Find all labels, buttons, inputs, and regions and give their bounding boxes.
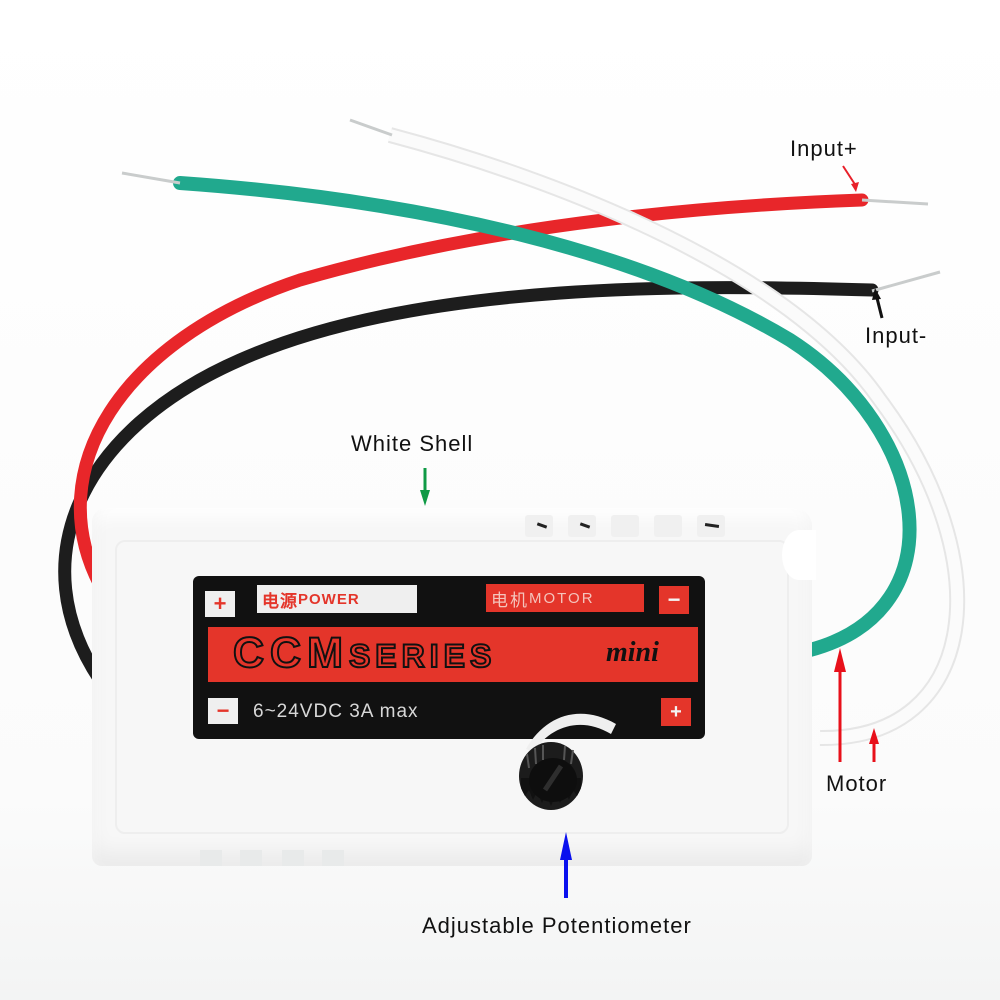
power-en-text: POWER bbox=[298, 590, 360, 608]
input-plus-label: Input+ bbox=[790, 136, 858, 161]
series-word: SERIES bbox=[348, 637, 497, 675]
motor-terminal-label: 电机 MOTOR bbox=[486, 584, 644, 612]
power-minus-icon: − bbox=[208, 698, 238, 724]
potentiometer-label: Adjustable Potentiometer bbox=[422, 913, 692, 938]
motor-label: Motor bbox=[826, 771, 888, 796]
white-shell-label: White Shell bbox=[351, 431, 474, 456]
red-wire bbox=[73, 193, 869, 592]
series-title: CCMSERIES bbox=[232, 628, 497, 678]
input-minus-label: Input- bbox=[865, 323, 928, 348]
shell-vent bbox=[525, 515, 553, 537]
green-wire bbox=[173, 176, 917, 657]
potentiometer-knob[interactable] bbox=[515, 738, 587, 820]
motor-en-text: MOTOR bbox=[529, 589, 595, 607]
series-mini: mini bbox=[606, 637, 659, 668]
power-plus-icon: + bbox=[205, 591, 235, 617]
device-label: + 电源 POWER 电机 MOTOR − CCMSERIES mini − 6… bbox=[193, 576, 705, 752]
series-ccm: CCM bbox=[232, 628, 349, 678]
speed-arc-icon bbox=[526, 713, 616, 752]
shell-notch bbox=[782, 530, 816, 580]
motor-cn-text: 电机 bbox=[491, 590, 529, 610]
voltage-rating: 6~24VDC 3A max bbox=[253, 701, 419, 722]
shell-vent-bottom bbox=[282, 850, 304, 866]
shell-vent-bottom bbox=[322, 850, 344, 866]
power-cn-text: 电源 bbox=[262, 591, 298, 611]
series-banner: CCMSERIES mini bbox=[208, 627, 698, 682]
power-terminal-label: 电源 POWER bbox=[257, 585, 417, 613]
shell-recess bbox=[115, 540, 789, 834]
shell-vent-bottom bbox=[200, 850, 222, 866]
shell-vent-bottom bbox=[240, 850, 262, 866]
shell-vent bbox=[654, 515, 682, 537]
shell-vent bbox=[611, 515, 639, 537]
shell-vent bbox=[568, 515, 596, 537]
shell-vent bbox=[697, 515, 725, 537]
motor-plus-icon: + bbox=[661, 698, 691, 726]
motor-minus-icon: − bbox=[659, 586, 689, 614]
